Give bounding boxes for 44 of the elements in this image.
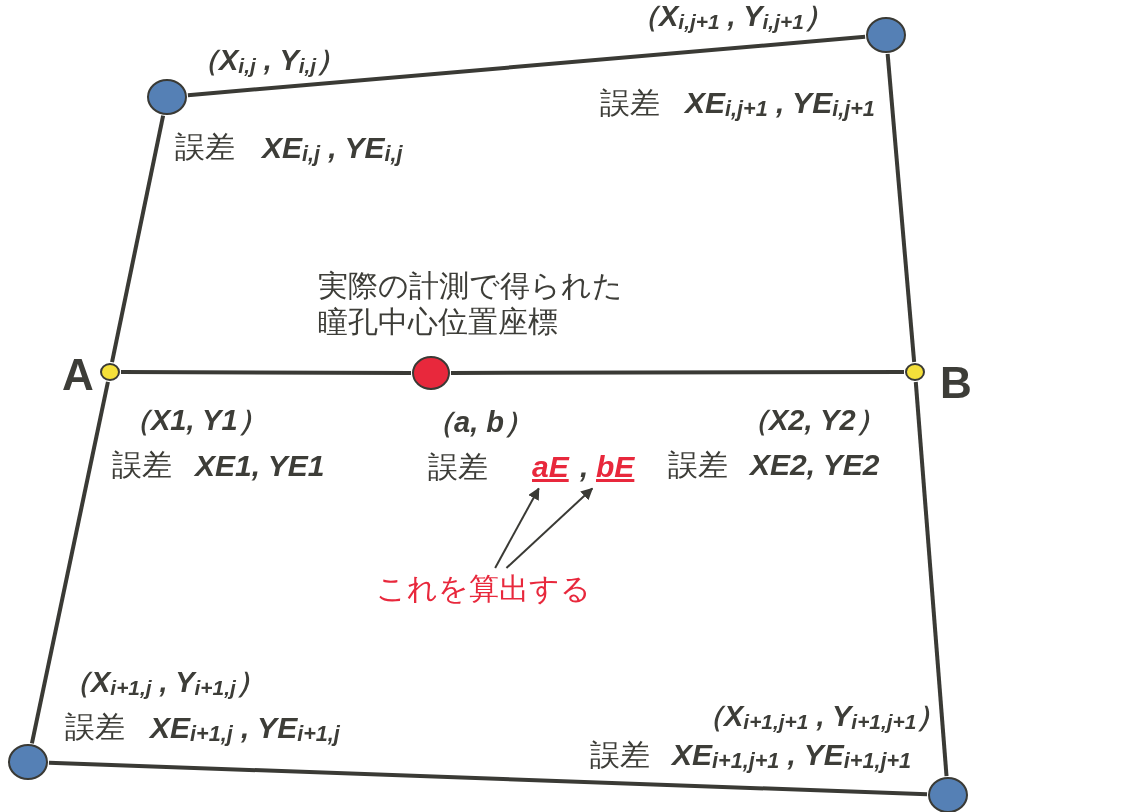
connector-line (110, 115, 166, 363)
point-marker (147, 79, 187, 115)
connector-line (451, 370, 904, 375)
coordinate-label: （a, b） (425, 406, 533, 440)
error-label: 誤差 (600, 86, 660, 121)
coordinate-label: （X$_{i,j}$ , Y$_{i,j}$） (190, 44, 346, 79)
target-value: aE (532, 450, 569, 485)
point-marker (928, 777, 968, 812)
error-values: XE2, YE2 (750, 448, 880, 483)
point-marker (8, 744, 48, 780)
error-values: XE$_{i,j}$ , YE$_{i,j}$ (262, 131, 403, 168)
coordinate-label: （X2, Y2） (740, 404, 885, 438)
connector-line (187, 34, 866, 98)
connector-line (121, 370, 411, 375)
connector-line (48, 760, 928, 797)
error-label: 誤差 (428, 450, 488, 485)
coordinate-label: （X$_{i,j+1}$ , Y$_{i,j+1}$） (630, 0, 833, 35)
connector-line (913, 381, 949, 777)
separator-comma: , (580, 450, 589, 485)
error-label: 誤差 (668, 448, 728, 483)
target-value: bE (596, 450, 635, 485)
point-marker (412, 356, 450, 390)
error-label: 誤差 (590, 738, 650, 773)
error-values: XE$_{i,j+1}$ , YE$_{i,j+1}$ (685, 86, 875, 123)
connector-line (29, 381, 110, 744)
point-marker (866, 17, 906, 53)
point-marker (100, 363, 120, 381)
description-text: 実際の計測で得られた瞳孔中心位置座標 (318, 268, 624, 340)
arrow (494, 487, 540, 569)
error-label: 誤差 (175, 130, 235, 165)
connector-line (885, 53, 917, 363)
instruction-text: これを算出する (376, 572, 591, 607)
coordinate-label: （X$_{i+1,j}$ , Y$_{i+1,j}$） (62, 666, 265, 701)
point-letter: B (940, 358, 972, 409)
error-values: XE$_{i+1,j+1}$ , YE$_{i+1,j+1}$ (672, 738, 911, 775)
arrow (505, 487, 594, 569)
error-label: 誤差 (65, 710, 125, 745)
error-values: XE$_{i+1,j}$ , YE$_{i+1,j}$ (150, 711, 340, 748)
point-letter: A (62, 350, 94, 401)
coordinate-label: （X1, Y1） (122, 404, 267, 438)
coordinate-label: （X$_{i+1,j+1}$ , Y$_{i+1,j+1}$） (695, 700, 946, 735)
error-label: 誤差 (112, 448, 172, 483)
point-marker (905, 363, 925, 381)
error-values: XE1, YE1 (195, 449, 325, 484)
